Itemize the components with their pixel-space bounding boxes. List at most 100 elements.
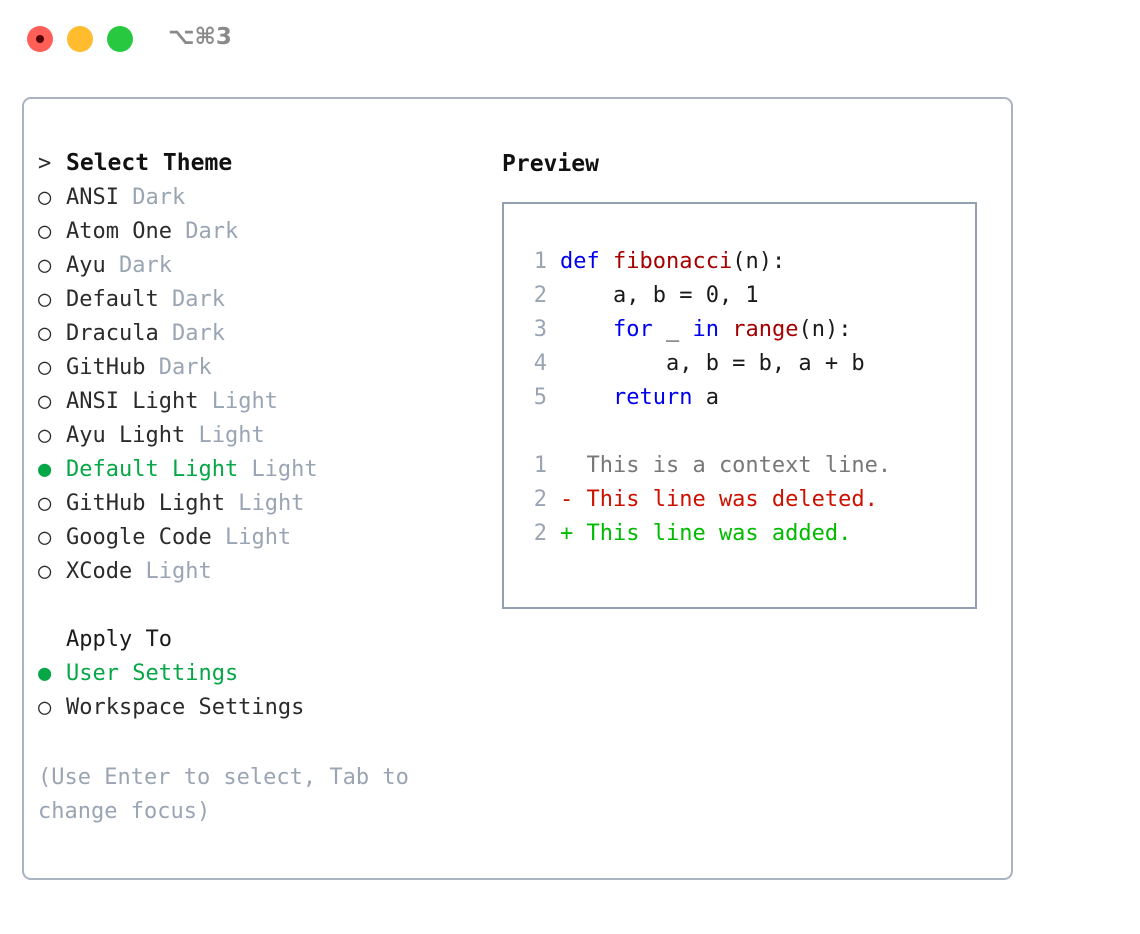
code-token: (n): [798, 317, 852, 342]
theme-name-category-gap [238, 457, 251, 482]
title-bar: ⌥⌘3 [0, 0, 1140, 78]
line-number: 2 [533, 521, 547, 546]
line-number: 1 [533, 249, 547, 274]
theme-picker-column: > Select Theme ○ANSI Dark○Atom One Dark○… [38, 147, 488, 829]
preview-title: Preview [502, 151, 599, 177]
code-token: (n): [732, 249, 786, 274]
theme-list-item[interactable]: ○ XCode Light [38, 555, 488, 589]
code-token: a, b = 0, 1 [560, 283, 759, 308]
theme-list-item[interactable]: ○Dracula Dark [38, 317, 488, 351]
theme-name: Ayu [66, 253, 106, 278]
theme-category-badge: Dark [185, 219, 239, 244]
theme-name: GitHub [66, 355, 146, 380]
radio-unselected-icon[interactable]: ○ [38, 321, 52, 346]
line-number: 5 [533, 385, 547, 410]
theme-list-item[interactable]: ○ Default Dark [38, 283, 488, 317]
apply-to-option[interactable]: ○ Workspace Settings [38, 691, 488, 725]
code-token: for [612, 317, 666, 342]
code-token [560, 317, 613, 342]
code-token: fibonacci [612, 249, 733, 274]
code-token: a [705, 385, 719, 410]
theme-name: GitHub Light [66, 491, 225, 516]
apply-to-list: ● User Settings ○ Workspace Settings [38, 657, 488, 725]
theme-name-category-gap [198, 389, 211, 414]
theme-list-item[interactable]: ○ GitHub Light Light [38, 487, 488, 521]
line-number: 3 [533, 317, 547, 342]
apply-to-marker-placeholder [38, 623, 66, 657]
theme-list: ○ANSI Dark○Atom One Dark○Ayu Dark○Defaul… [38, 181, 488, 589]
diff-line-text: This is a context line. [560, 453, 892, 478]
help-hint-text: (Use Enter to select, Tab to change focu… [38, 765, 423, 824]
diff-line: 2+ This line was added. [519, 521, 975, 555]
close-button[interactable] [27, 26, 53, 52]
diff-line-text: - This line was deleted. [560, 487, 878, 512]
theme-category-badge: Light [198, 423, 265, 448]
code-token [560, 385, 613, 410]
diff-line: 2- This line was deleted. [519, 487, 975, 521]
radio-unselected-icon[interactable]: ○ [38, 253, 52, 278]
theme-name-category-gap [172, 219, 185, 244]
radio-unselected-icon[interactable]: ○ [38, 695, 52, 720]
theme-name-category-gap [106, 253, 119, 278]
code-diff-separator [519, 419, 975, 453]
line-number: 1 [533, 453, 547, 478]
code-line: 4 a, b = b, a + b [519, 351, 975, 385]
theme-list-item[interactable]: ○Ayu Light Light [38, 419, 488, 453]
theme-name-category-gap [225, 491, 238, 516]
code-token: _ [665, 317, 693, 342]
theme-name: Atom One [66, 219, 172, 244]
code-line: 3 for _ in range(n): [519, 317, 975, 351]
radio-unselected-icon[interactable]: ○ [38, 491, 52, 516]
theme-list-item[interactable]: ○ Google Code Light [38, 521, 488, 555]
section-spacer [38, 589, 488, 623]
theme-name-category-gap [119, 185, 132, 210]
theme-category-badge: Dark [171, 287, 225, 312]
theme-name: Default [66, 287, 159, 312]
radio-unselected-icon[interactable]: ○ [38, 219, 52, 244]
theme-list-item[interactable]: ○Ayu Dark [38, 249, 488, 283]
theme-category-badge: Light [145, 559, 212, 584]
radio-unselected-icon[interactable]: ○ [38, 389, 52, 414]
theme-category-badge: Light [238, 491, 305, 516]
theme-name-category-gap [185, 423, 198, 448]
radio-unselected-icon[interactable]: ○ [38, 185, 52, 210]
theme-name: Google Code [66, 525, 212, 550]
radio-unselected-icon[interactable]: ○ [38, 423, 52, 448]
theme-category-badge: Light [224, 525, 292, 550]
apply-to-option-label: User Settings [66, 661, 239, 686]
dialog-panel: > Select Theme ○ANSI Dark○Atom One Dark○… [22, 97, 1013, 880]
theme-list-item[interactable]: ○ Atom One Dark [38, 215, 488, 249]
theme-list-item[interactable]: ●Default Light Light [38, 453, 488, 487]
theme-list-item[interactable]: ○ANSI Dark [38, 181, 488, 215]
code-token: a, b = b, a + b [560, 351, 865, 376]
code-token: return [612, 385, 706, 410]
theme-name-category-gap [212, 525, 225, 550]
code-line: 5 return a [519, 385, 975, 419]
theme-list-item[interactable]: ○GitHub Dark [38, 351, 488, 385]
maximize-button[interactable] [107, 26, 133, 52]
radio-selected-icon[interactable]: ● [38, 661, 52, 686]
apply-to-option[interactable]: ● User Settings [38, 657, 488, 691]
radio-unselected-icon[interactable]: ○ [38, 559, 52, 584]
radio-unselected-icon[interactable]: ○ [38, 525, 52, 550]
radio-unselected-icon[interactable]: ○ [38, 355, 52, 380]
code-token: range [732, 317, 799, 342]
help-spacer [38, 725, 488, 759]
theme-name-category-gap [132, 559, 145, 584]
diff-sample: 1 This is a context line.2- This line wa… [519, 453, 975, 555]
minimize-button[interactable] [67, 26, 93, 52]
radio-selected-icon[interactable]: ● [38, 457, 52, 482]
apply-to-heading: Apply To [38, 623, 488, 657]
radio-unselected-icon[interactable]: ○ [38, 287, 52, 312]
theme-name: XCode [66, 559, 133, 584]
apply-to-option-label: Workspace Settings [66, 695, 305, 720]
theme-list-item[interactable]: ○ANSI Light Light [38, 385, 488, 419]
line-number: 4 [533, 351, 547, 376]
theme-category-badge: Dark [171, 321, 225, 346]
diff-line: 1 This is a context line. [519, 453, 975, 487]
theme-name-category-gap [145, 355, 158, 380]
